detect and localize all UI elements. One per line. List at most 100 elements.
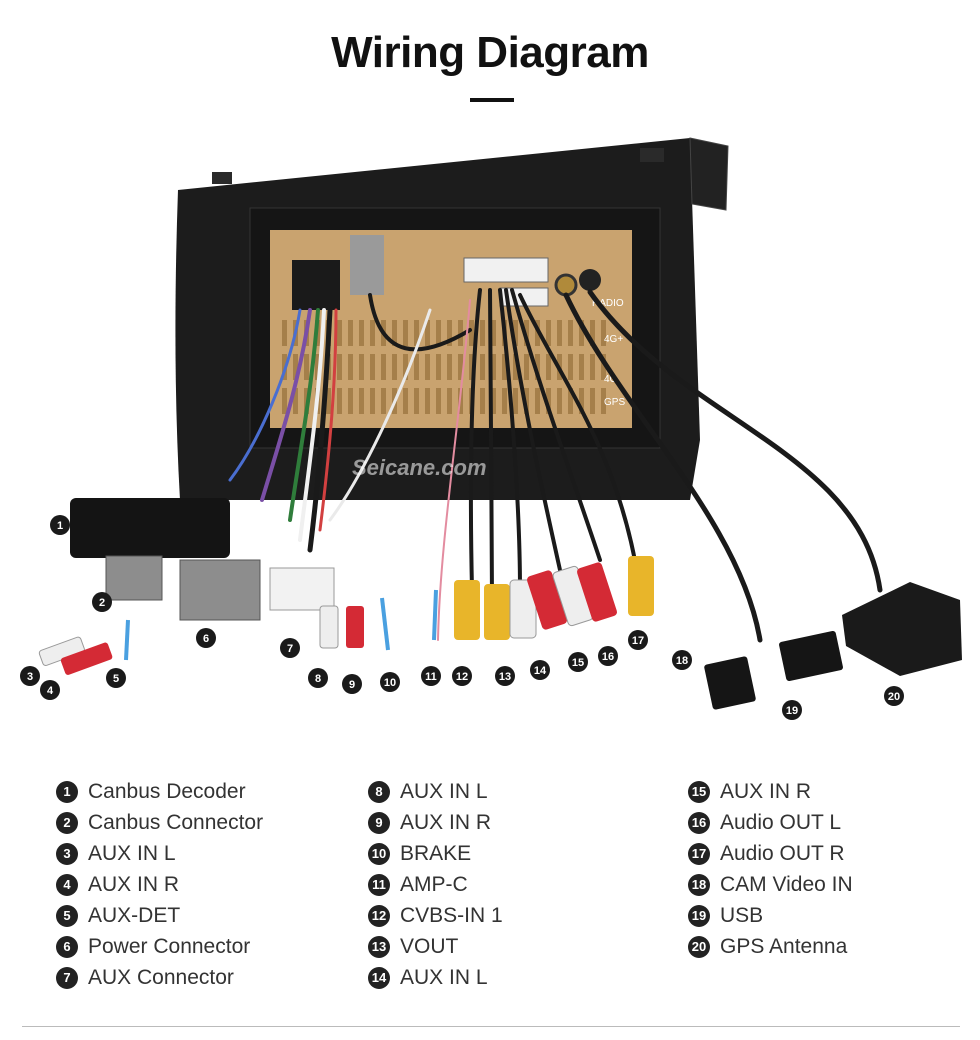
callout-number: 5 [113, 673, 119, 685]
svg-text:RADIO: RADIO [592, 298, 624, 309]
rca-plug-15 [527, 570, 567, 630]
callout-number: 11 [425, 671, 437, 683]
callout-number: 8 [315, 673, 321, 685]
callout-badge [884, 686, 904, 706]
legend-number-badge: 2 [56, 811, 78, 834]
legend-number-badge: 15 [688, 780, 710, 803]
callout-badge [598, 646, 618, 666]
legend-label: GPS Antenna [720, 934, 848, 958]
callout-badge [342, 674, 362, 694]
legend-number-badge: 16 [688, 811, 710, 834]
legend-number-badge: 3 [56, 842, 78, 865]
rca-plug-9 [346, 606, 364, 648]
legend-label: CAM Video IN [720, 872, 853, 896]
legend-label: AMP-C [400, 872, 468, 896]
callout-badge [380, 672, 400, 692]
callout-number: 1 [57, 520, 63, 532]
legend-label: BRAKE [400, 841, 472, 865]
canbus-decoder-box [70, 498, 230, 558]
svg-text:4G+: 4G+ [604, 334, 623, 345]
legend-number-badge: 9 [368, 811, 390, 834]
callout-badge [50, 515, 70, 535]
rca-plug-12 [454, 580, 480, 640]
callout-number: 10 [384, 677, 396, 689]
legend-label: Canbus Decoder [88, 779, 246, 803]
legend-item: 5 AUX-DET [56, 900, 263, 931]
legend-number-badge: 5 [56, 904, 78, 927]
callout-number: 3 [27, 671, 33, 683]
callout-badge [40, 680, 60, 700]
legend-item: 18 CAM Video IN [688, 869, 853, 900]
callout-badge [568, 652, 588, 672]
legend-number-badge: 14 [368, 966, 390, 989]
legend-label: AUX IN R [720, 779, 812, 803]
legend-label: Power Connector [88, 934, 251, 958]
callout-badge [530, 660, 550, 680]
callout-badge [628, 630, 648, 650]
callout-number: 2 [99, 597, 105, 609]
gps-antenna [842, 582, 962, 676]
title-underline [470, 98, 514, 102]
svg-text:Seicane.com: Seicane.com [352, 455, 487, 480]
legend-label: Canbus Connector [88, 810, 264, 834]
legend-item: 7 AUX Connector [56, 962, 263, 993]
power-connector [179, 559, 261, 621]
rca-plug-13 [484, 584, 510, 640]
legend-number-badge: 19 [688, 904, 710, 927]
legend-label: VOUT [400, 934, 459, 958]
legend-number-badge: 4 [56, 873, 78, 896]
callout-number: 19 [786, 705, 798, 717]
callout-badge [106, 668, 126, 688]
callout-badge [782, 700, 802, 720]
rca-plug-18 [628, 556, 654, 616]
callout-number: 12 [456, 671, 468, 683]
wiring-photo: RADIO 4G+ 4G GPS Seicane.com [20, 137, 962, 720]
legend-item: 4 AUX IN R [56, 869, 263, 900]
legend-label: AUX Connector [88, 965, 234, 989]
legend-label: CVBS-IN 1 [400, 903, 503, 927]
callout-badge [92, 592, 112, 612]
page-title: Wiring Diagram [331, 28, 649, 77]
main-harness-socket [292, 260, 340, 310]
legend-number-badge: 17 [688, 842, 710, 865]
legend-label: AUX IN R [88, 872, 180, 896]
svg-text:4G: 4G [604, 374, 618, 385]
legend-number-badge: 18 [688, 873, 710, 896]
legend-label: AUX-DET [88, 903, 181, 927]
legend-label: AUX IN L [400, 779, 488, 803]
rca-plug-4 [60, 642, 113, 675]
rca-plug-14 [509, 579, 537, 639]
legend-number-badge: 1 [56, 780, 78, 803]
legend-number-badge: 7 [56, 966, 78, 989]
callout-badge [20, 666, 40, 686]
callout-number: 9 [349, 679, 355, 691]
callout-number: 17 [632, 635, 644, 647]
callout-badge [308, 668, 328, 688]
legend-number-badge: 20 [688, 935, 710, 958]
grey-plug [350, 235, 384, 295]
callout-number: 6 [203, 633, 209, 645]
4g-port [579, 269, 601, 291]
legend-label: AUX IN L [400, 965, 488, 989]
legend-item: 2 Canbus Connector [56, 807, 263, 838]
callout-number: 4 [47, 685, 54, 697]
aux-connector [269, 567, 335, 611]
legend-item: 1 Canbus Decoder [56, 776, 263, 807]
callout-number: 18 [676, 655, 688, 667]
callout-badge [280, 638, 300, 658]
callout-number: 16 [602, 651, 614, 663]
callout-badge [452, 666, 472, 686]
usb-plug-a [704, 656, 756, 710]
callout-badge [196, 628, 216, 648]
callout-number: 13 [499, 671, 511, 683]
